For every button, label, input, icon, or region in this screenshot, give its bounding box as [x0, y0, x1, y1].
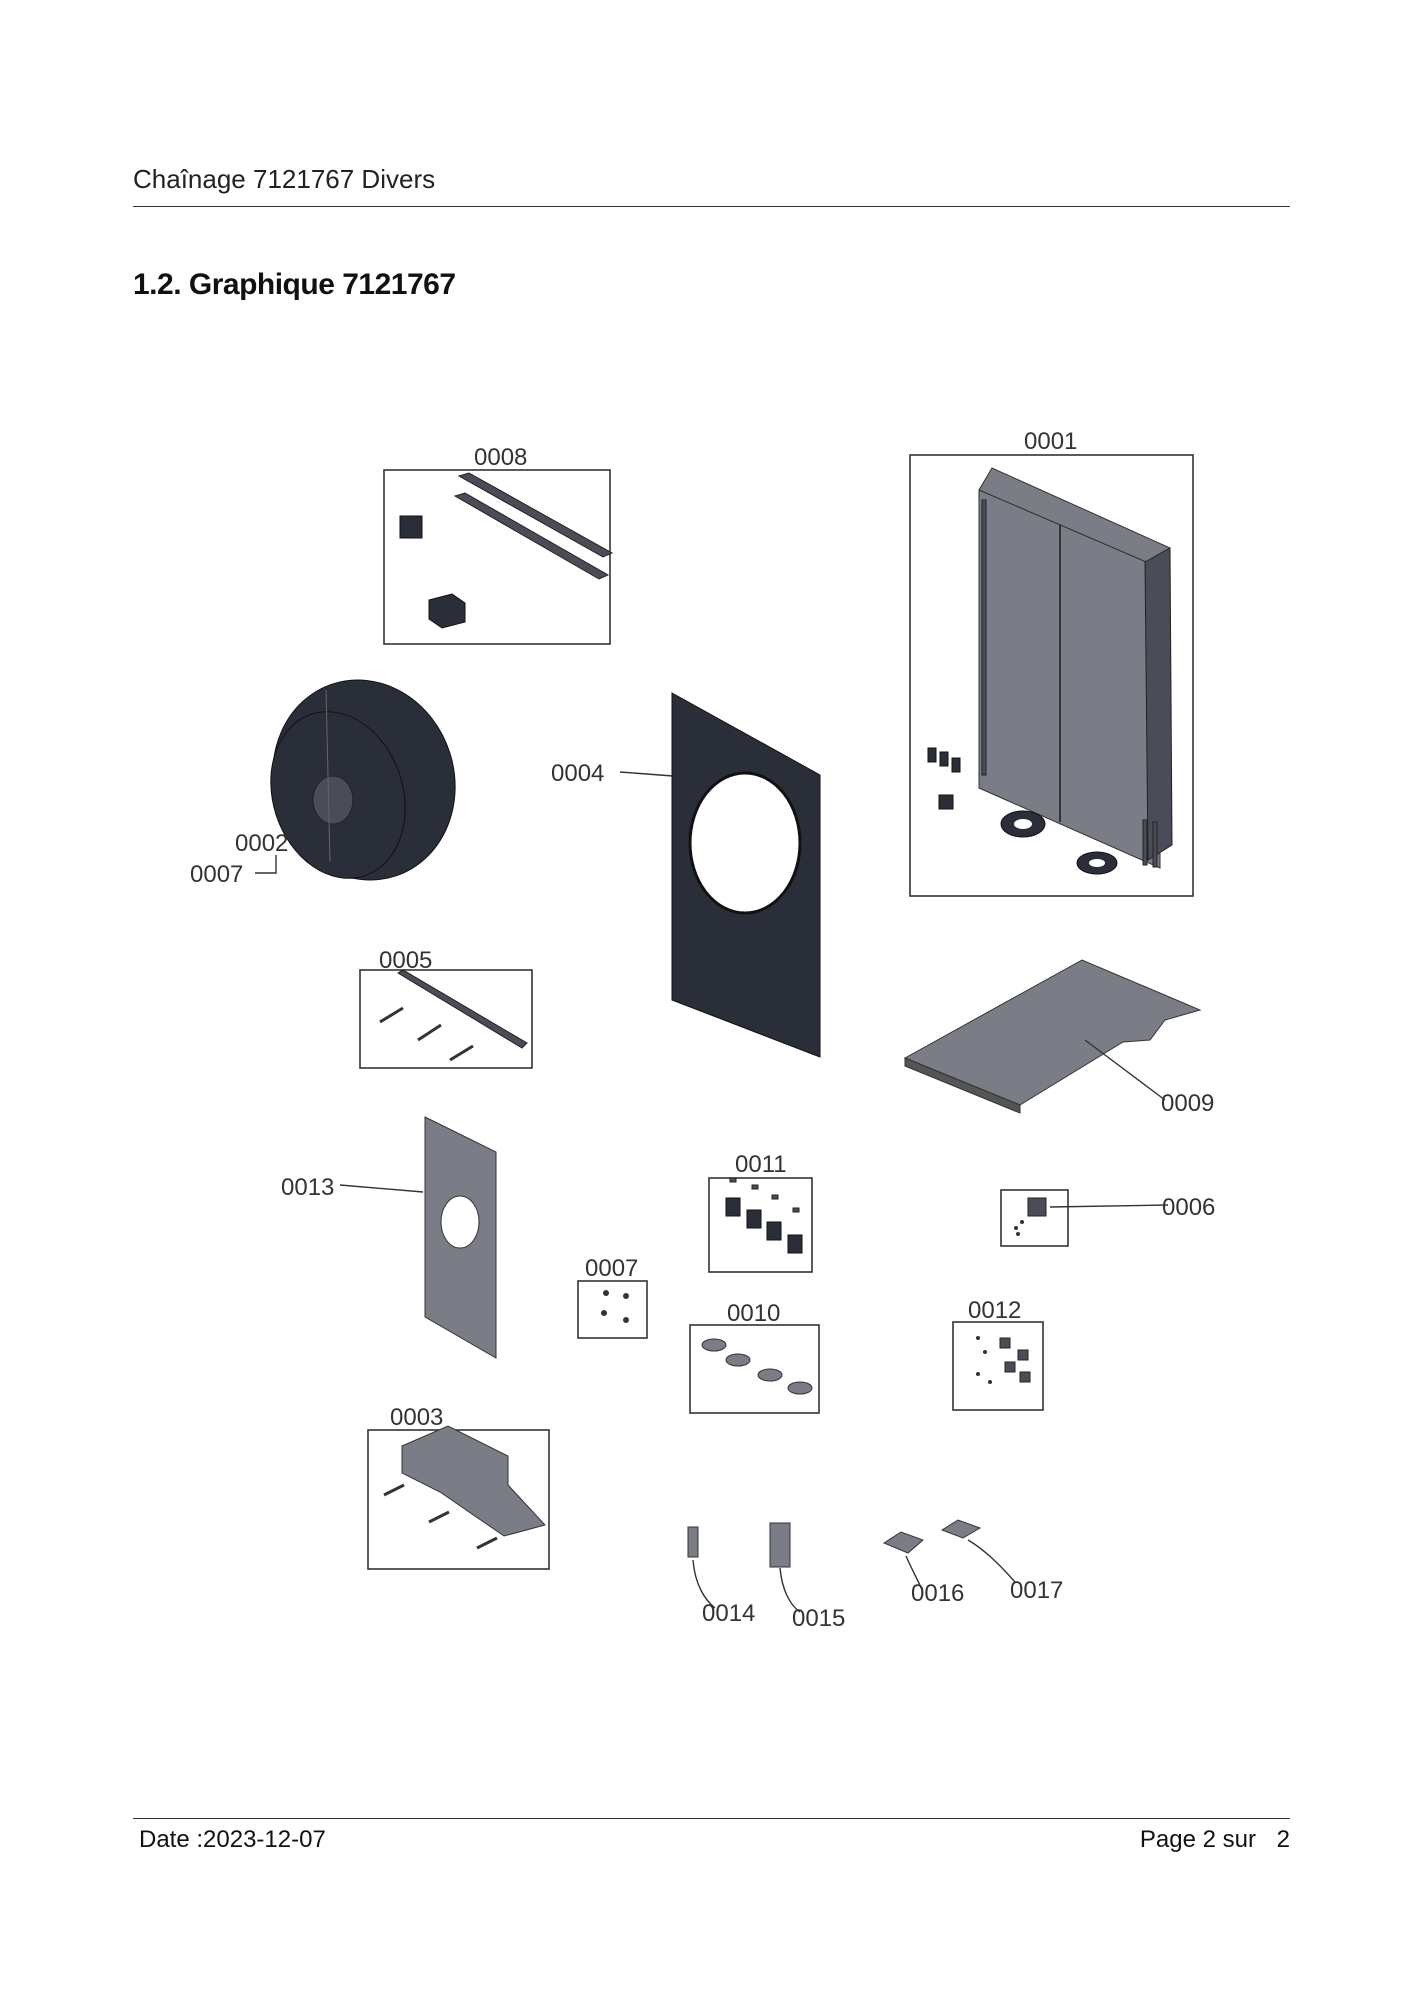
document-header-title: Chaînage 7121767 Divers [133, 164, 436, 194]
part-0016 [882, 1531, 924, 1591]
part-group-0005 [359, 969, 533, 1069]
callout-0001: 0001 [1024, 428, 1077, 455]
callout-0003: 0003 [390, 1404, 443, 1431]
callout-0007a: 0007 [190, 861, 243, 888]
callout-0006: 0006 [1162, 1194, 1215, 1221]
part-group-0003 [367, 1425, 550, 1570]
callout-0013: 0013 [281, 1174, 334, 1201]
footer-date: Date :2023-12-07 [139, 1826, 326, 1853]
callout-0004: 0004 [551, 760, 604, 787]
part-group-0012 [952, 1321, 1044, 1411]
callout-0015: 0015 [792, 1605, 845, 1632]
part-shroud-0004 [671, 692, 821, 1058]
part-0017 [940, 1519, 1016, 1583]
part-group-0011 [708, 1177, 813, 1273]
callout-0010: 0010 [727, 1300, 780, 1327]
callout-0002: 0002 [235, 830, 288, 857]
callout-0009: 0009 [1161, 1090, 1214, 1117]
part-fan-0002 [270, 679, 456, 881]
part-group-0007 [577, 1280, 648, 1339]
part-plate-0009 [903, 959, 1202, 1114]
callout-0007b: 0007 [585, 1255, 638, 1282]
part-group-0008 [383, 469, 614, 645]
part-group-0001 [909, 454, 1194, 897]
callout-0014: 0014 [702, 1600, 755, 1627]
header-divider [133, 206, 1290, 207]
part-0014 [687, 1526, 716, 1609]
footer-divider [133, 1818, 1290, 1819]
part-plate-0013 [424, 1116, 497, 1359]
footer-page-number: Page 2 sur 2 [1140, 1826, 1290, 1854]
part-0015 [769, 1522, 801, 1613]
callout-0005: 0005 [379, 947, 432, 974]
part-group-0006 [1000, 1189, 1069, 1247]
callout-0017: 0017 [1010, 1577, 1063, 1604]
callout-0012: 0012 [968, 1297, 1021, 1324]
section-title: 1.2. Graphique 7121767 [133, 268, 456, 301]
callout-0011: 0011 [735, 1151, 787, 1178]
page-total: 2 [1276, 1826, 1290, 1853]
page-label: Page 2 sur [1139, 1826, 1256, 1853]
part-group-0010 [689, 1324, 820, 1414]
callout-0016: 0016 [911, 1580, 964, 1607]
callout-0008: 0008 [474, 444, 527, 471]
